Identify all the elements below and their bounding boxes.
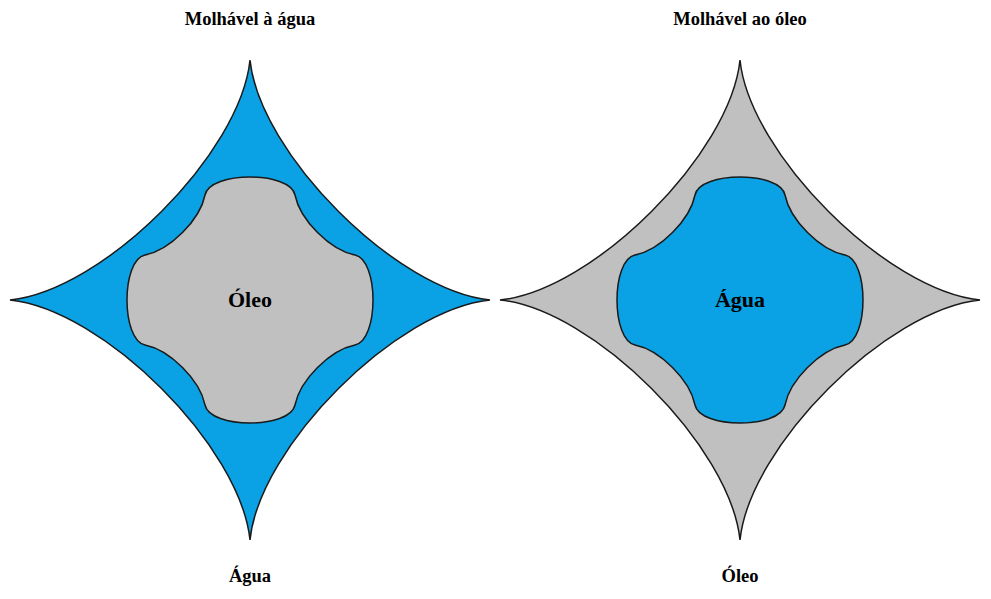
- wetting-phase-label: Óleo: [500, 563, 980, 589]
- pore-oil-wet-path: [500, 60, 980, 540]
- phase-label: Água: [715, 287, 765, 313]
- oil-phase: Óleo: [125, 175, 375, 425]
- oil-phase-path: [127, 177, 373, 423]
- wettability-heading: Molhável ao óleo: [500, 6, 980, 32]
- pore-water-wet: Molhável à águaÁgua Óleo: [10, 0, 490, 599]
- pore-water-wet-path: [10, 60, 490, 540]
- water-phase-path: [617, 177, 863, 423]
- pore-oil-wet: Molhável ao óleoÓleo Água: [500, 0, 980, 599]
- wettability-heading: Molhável à água: [10, 6, 490, 32]
- wetting-phase-label: Água: [10, 563, 490, 589]
- water-phase: Água: [615, 175, 865, 425]
- phase-label: Óleo: [228, 287, 272, 313]
